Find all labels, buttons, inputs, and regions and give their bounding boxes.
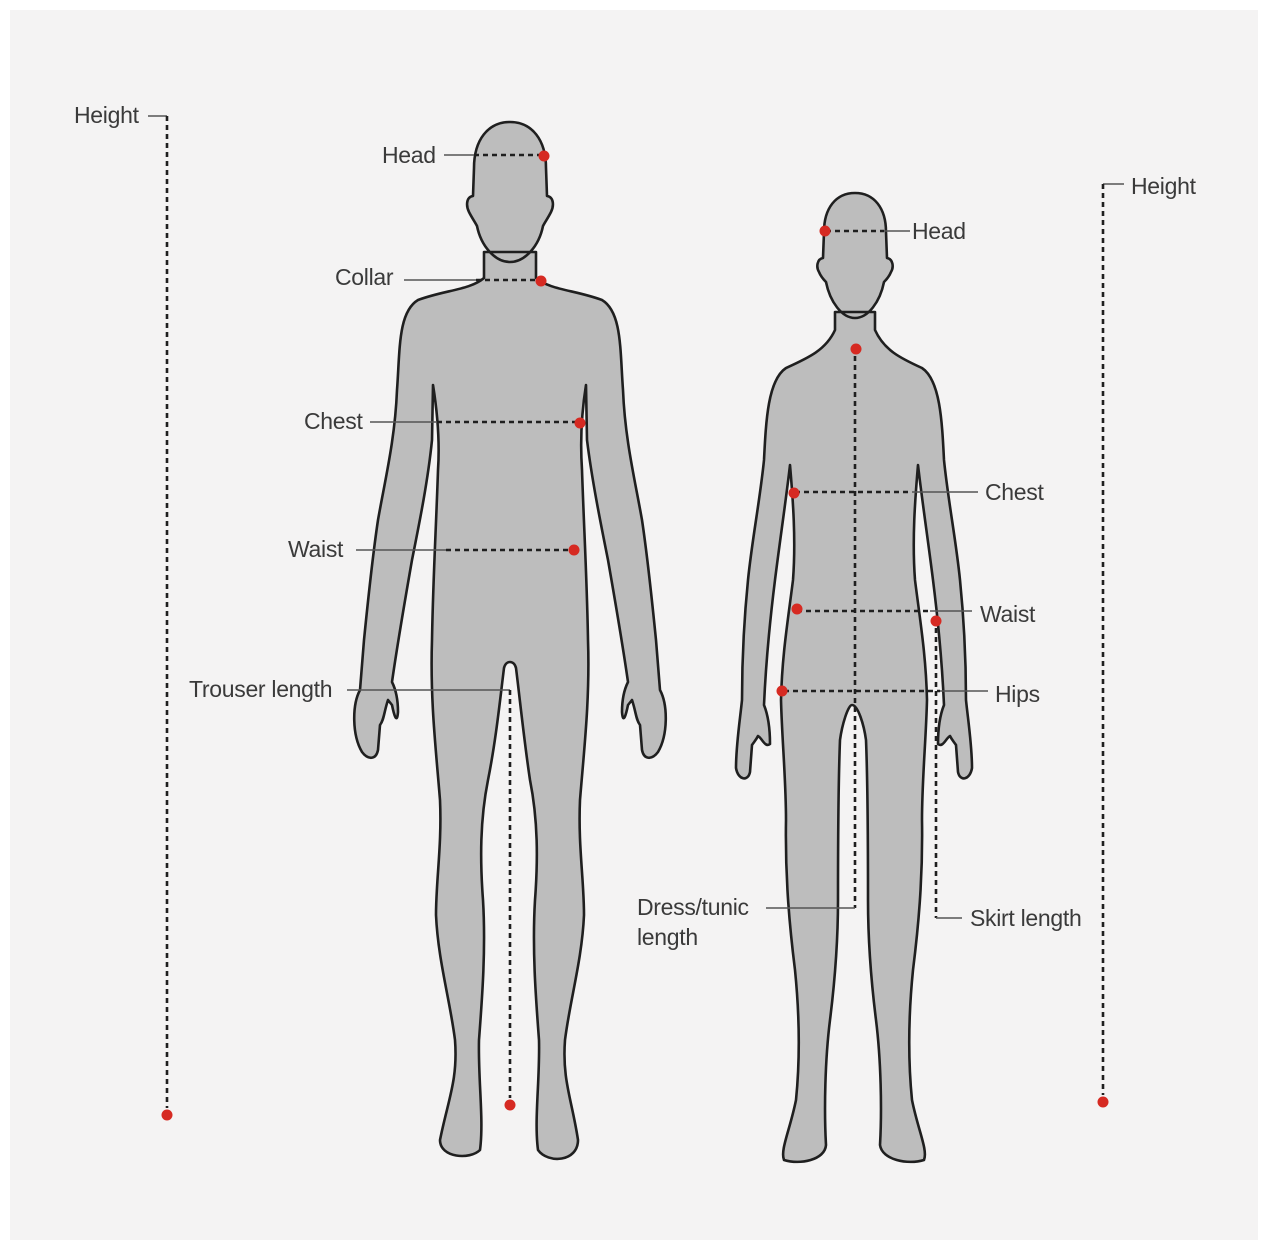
- female-head-marker: [820, 226, 831, 237]
- female-hips-label: Hips: [995, 681, 1040, 707]
- male-chest-label: Chest: [304, 408, 363, 434]
- female-dress-marker: [851, 344, 862, 355]
- female-height-label: Height: [1131, 173, 1197, 199]
- female-dress-label-line2: length: [637, 924, 698, 950]
- female-waist-marker: [792, 604, 803, 615]
- male-waist-marker: [569, 545, 580, 556]
- female-hips-marker: [777, 686, 788, 697]
- male-height-label: Height: [74, 102, 140, 128]
- male-collar-label: Collar: [335, 264, 394, 290]
- female-head-label: Head: [912, 218, 966, 244]
- male-head-label: Head: [382, 142, 436, 168]
- male-chest-marker: [575, 418, 586, 429]
- female-waist-label: Waist: [980, 601, 1036, 627]
- female-height-marker: [1098, 1097, 1109, 1108]
- male-waist-label: Waist: [288, 536, 344, 562]
- female-chest-marker: [789, 488, 800, 499]
- female-chest-label: Chest: [985, 479, 1044, 505]
- female-skirt-marker: [931, 616, 942, 627]
- male-figure: [354, 122, 666, 1159]
- female-dress-label-line1: Dress/tunic: [637, 894, 749, 920]
- male-trouser-marker: [505, 1100, 516, 1111]
- female-skirt-label: Skirt length: [970, 905, 1081, 931]
- male-collar-marker: [536, 276, 547, 287]
- male-trouser-label: Trouser length: [189, 676, 332, 702]
- male-head-marker: [539, 151, 550, 162]
- male-height-marker: [162, 1110, 173, 1121]
